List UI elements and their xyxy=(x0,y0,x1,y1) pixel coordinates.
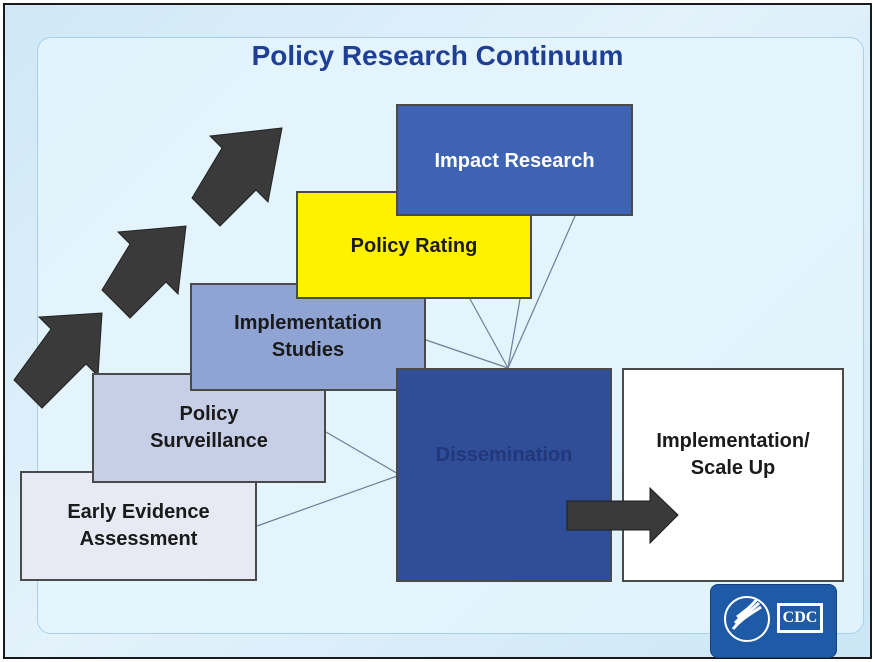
dissemination-label: Dissemination xyxy=(435,444,573,466)
implementation-studies-label: Implementation Studies xyxy=(234,312,382,361)
policy-surveillance-box: Policy Surveillance xyxy=(92,373,326,483)
step-arrow-3 xyxy=(191,127,283,227)
policy-rating-label: Policy Rating xyxy=(350,235,478,257)
step-arrow-2 xyxy=(101,225,187,319)
flow-arrow-icon xyxy=(566,486,679,545)
hhs-eagle-icon xyxy=(724,596,823,642)
cdc-logo: CDC xyxy=(710,584,837,658)
implementation-studies-box: Implementation Studies xyxy=(190,283,426,391)
early-evidence-label: Early Evidence Assessment xyxy=(67,501,210,550)
early-evidence-box: Early Evidence Assessment xyxy=(20,471,257,581)
policy-surveillance-label: Policy Surveillance xyxy=(150,403,268,452)
cdc-logo-text: CDC xyxy=(782,609,818,626)
implementation-scale-up-box: Implementation/ Scale Up xyxy=(622,368,844,582)
implementation-scale-up-label: Implementation/ Scale Up xyxy=(656,430,810,479)
impact-research-label: Impact Research xyxy=(434,150,595,172)
dissemination-box: Dissemination xyxy=(396,368,612,582)
diagram-title: Policy Research Continuum xyxy=(251,40,624,71)
impact-research-box: Impact Research xyxy=(396,104,633,216)
step-arrow-1 xyxy=(13,312,103,409)
